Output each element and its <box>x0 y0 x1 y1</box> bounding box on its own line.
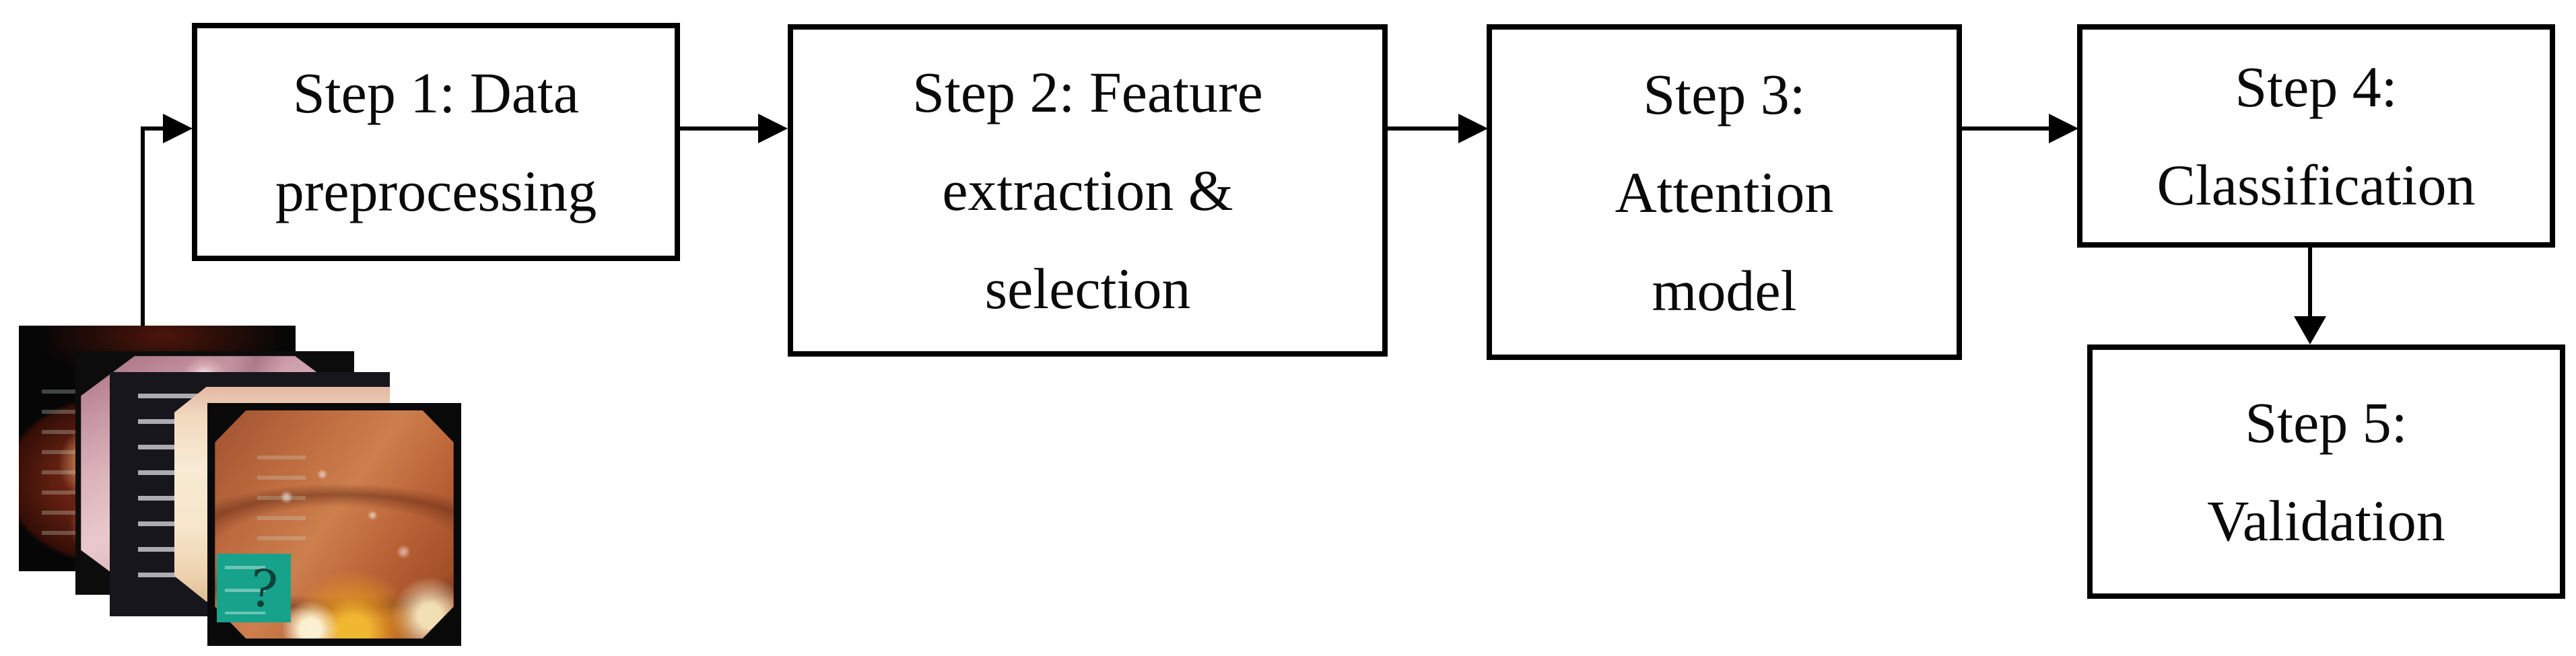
images-to-step1-arrow-vertical-shaft <box>141 126 145 328</box>
step3-label-line-2: Attention <box>1615 159 1834 225</box>
step1-box: Step 1: Data preprocessing <box>192 23 680 261</box>
step1-to-step2-arrow-shaft <box>680 126 758 131</box>
step2-label-line-2: extraction & <box>942 158 1233 223</box>
step5-label-line-1: Step 5: <box>2245 390 2408 455</box>
step3-box: Step 3: Attention model <box>1487 24 1962 360</box>
step4-to-step5-arrow-shaft <box>2308 248 2312 318</box>
step4-label-line-1: Step 4: <box>2235 54 2398 119</box>
step2-to-step3-arrowhead-icon <box>1458 114 1488 143</box>
step1-label-line-1: Step 1: Data <box>292 61 580 125</box>
step4-label-line-2: Classification <box>2157 153 2476 217</box>
step1-label-line-2: preprocessing <box>275 159 597 223</box>
annotation-patch: ? <box>217 554 291 622</box>
images-to-step1-arrowhead-icon <box>163 114 193 143</box>
step1-to-step2-arrowhead-icon <box>758 114 788 143</box>
step2-box: Step 2: Feature extraction & selection <box>788 24 1388 357</box>
step4-box: Step 4: Classification <box>2077 24 2555 248</box>
step3-label-line-1: Step 3: <box>1643 61 1806 126</box>
endoscopy-frame-4-overlay-text <box>257 455 306 556</box>
step4-to-step5-arrowhead-icon <box>2294 316 2326 344</box>
step5-box: Step 5: Validation <box>2087 344 2565 599</box>
step2-to-step3-arrow-shaft <box>1388 126 1458 131</box>
step3-to-step4-arrowhead-icon <box>2049 114 2078 143</box>
step2-label-line-3: selection <box>984 256 1191 321</box>
images-to-step1-arrow-horizontal-shaft <box>141 126 165 131</box>
step3-to-step4-arrow-shaft <box>1962 126 2049 131</box>
endoscopy-frame-4: ? <box>207 403 461 646</box>
step5-label-line-2: Validation <box>2207 488 2445 553</box>
annotation-patch-text <box>225 566 265 614</box>
handwritten-mark-icon: ? <box>246 557 280 620</box>
step3-label-line-3: model <box>1652 258 1797 323</box>
step2-label-line-1: Step 2: Feature <box>912 60 1263 124</box>
